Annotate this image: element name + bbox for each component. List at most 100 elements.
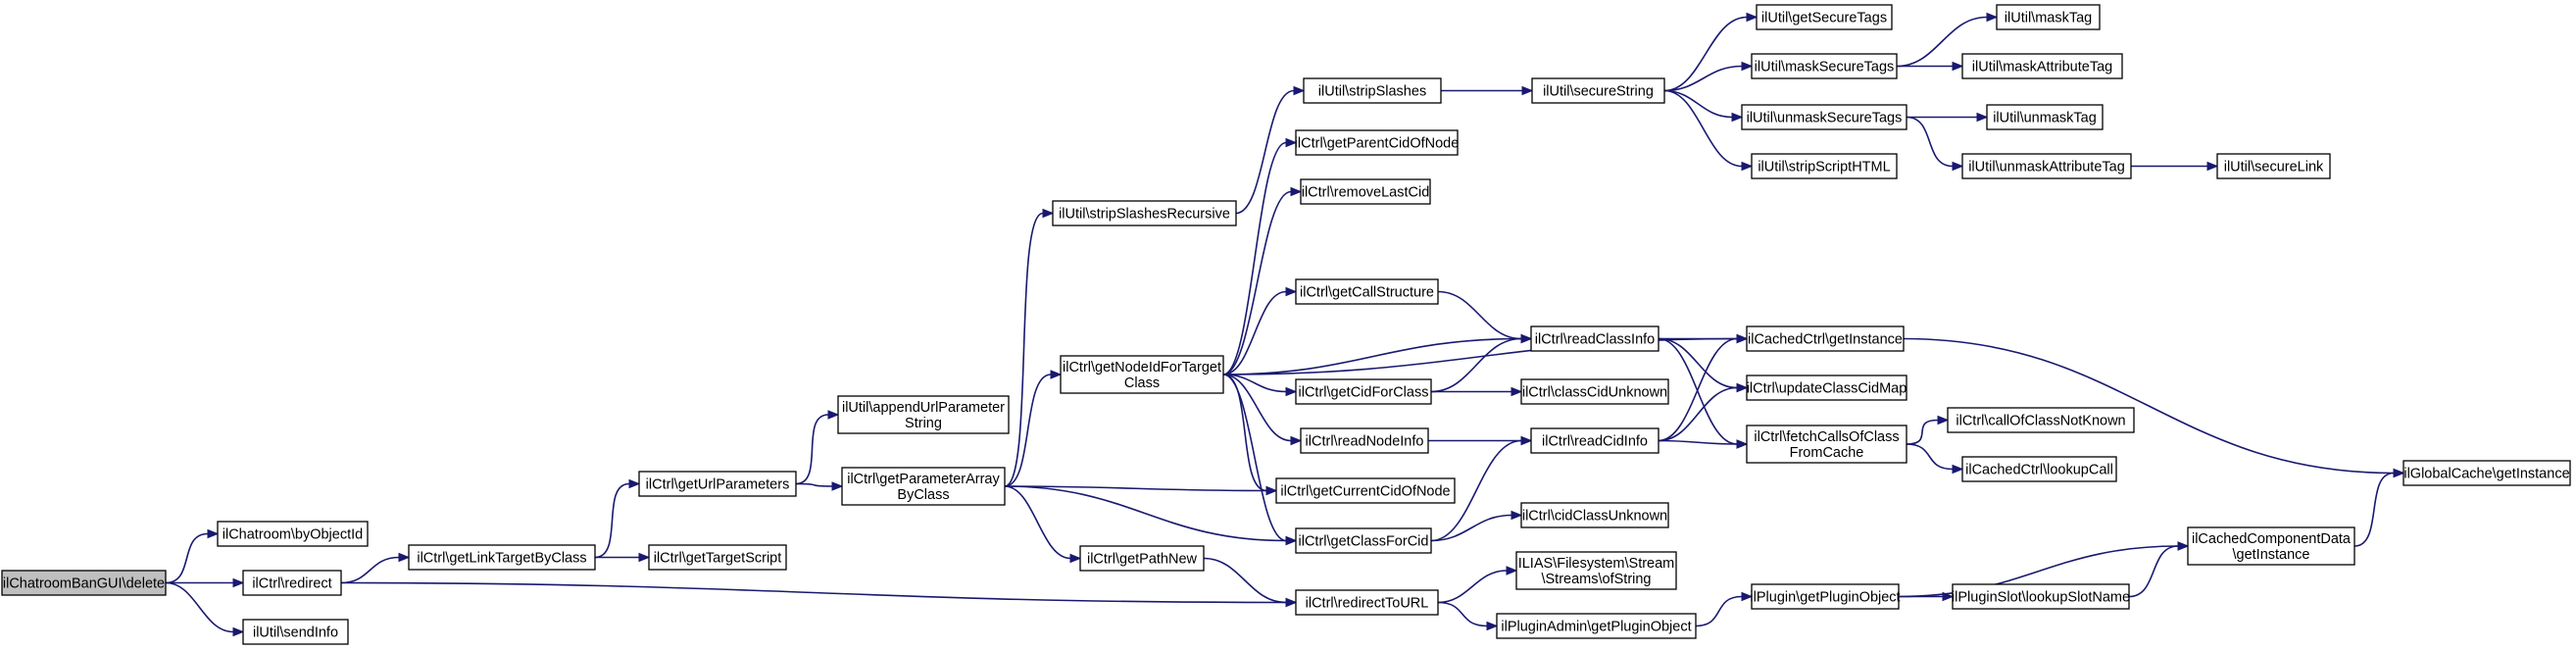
edge-line (2128, 545, 2179, 598)
arrowhead (1741, 591, 1754, 602)
node-cid-class-unknown[interactable]: ilCtrl\cidClassUnknown (1520, 502, 1669, 528)
node-label: ilChatroomBanGUI\delete (3, 576, 165, 592)
edge-get-link-target-by-class-to-get-url-parameters (594, 478, 641, 559)
arrowhead (1511, 510, 1523, 521)
node-label: ilCtrl\getLinkTargetByClass (417, 551, 586, 567)
node-read-node-info[interactable]: ilCtrl\readNodeInfo (1300, 427, 1429, 454)
node-get-path-new[interactable]: ilCtrl\getPathNew (1079, 545, 1205, 572)
node-get-call-structure[interactable]: ilCtrl\getCallStructure (1295, 278, 1439, 305)
node-lookup-call[interactable]: ilCachedCtrl\lookupCall (1961, 456, 2117, 482)
node-get-cid-for-class[interactable]: ilCtrl\getCidForClass (1295, 378, 1432, 405)
edge-get-cid-for-class-to-read-class-info (1430, 333, 1533, 393)
node-global-cache-get-instance[interactable]: ilGlobalCache\getInstance (2403, 460, 2571, 486)
node-box (2216, 153, 2331, 179)
node-read-class-info[interactable]: ilCtrl\readClassInfo (1530, 325, 1660, 352)
node-by-object-id[interactable]: ilChatroom\byObjectId (217, 521, 369, 547)
node-box (1295, 589, 1439, 616)
edge-get-node-id-for-target-class-to-get-cid-for-class (1222, 374, 1298, 397)
node-plugin-get-plugin-object[interactable]: ilPlugin\getPluginObject (1750, 583, 1901, 610)
node-box (1295, 527, 1432, 554)
node-get-url-parameters[interactable]: ilCtrl\getUrlParameters (638, 471, 797, 497)
edge-plugin-get-plugin-object-to-lookup-slot-name (1899, 591, 1955, 602)
arrowhead (1952, 464, 1964, 475)
edge-unmask-attribute-tag-to-secure-link (2131, 161, 2219, 172)
arrowhead (1746, 12, 1759, 23)
edge-unmask-secure-tags-to-unmask-tag (1907, 112, 1989, 123)
arrowhead (398, 552, 411, 563)
node-box (1530, 325, 1660, 352)
edge-line (1906, 419, 1939, 445)
node-admin-get-plugin-object[interactable]: ilPluginAdmin\getPluginObject (1496, 613, 1697, 639)
edge-line (1906, 443, 1954, 471)
edge-get-parameter-array-by-class-to-strip-slashes-recursive (1004, 208, 1055, 487)
arrowhead (207, 528, 220, 539)
node-unmask-secure-tags[interactable]: ilUtil\unmaskSecureTags (1741, 104, 1907, 130)
arrowhead (1736, 439, 1749, 449)
node-read-cid-info[interactable]: ilCtrl\readCidInfo (1530, 427, 1660, 454)
arrowhead (2206, 161, 2219, 172)
node-get-link-target-by-class[interactable]: ilCtrl\getLinkTargetByClass (408, 544, 596, 571)
node-get-current-cid-of-node[interactable]: ilCtrl\getCurrentCidOfNode (1275, 477, 1456, 504)
edge-line (1222, 141, 1287, 375)
node-cached-component-data-get-instance[interactable]: ilCachedComponentData\getInstance (2187, 526, 2355, 566)
edge-line (1222, 374, 1287, 393)
arrowhead (1285, 535, 1298, 546)
node-box (837, 395, 1010, 434)
node-label: ilCtrl\redirect (252, 576, 331, 592)
node-strip-script-html[interactable]: ilUtil\stripScriptHTML (1751, 153, 1898, 179)
node-mask-attribute-tag[interactable]: ilUtil\maskAttributeTag (1961, 53, 2123, 79)
node-secure-link[interactable]: ilUtil\secureLink (2216, 153, 2331, 179)
node-root[interactable]: ilChatroomBanGUI\delete (1, 570, 167, 596)
node-label: ilPluginAdmin\getPluginObject (1501, 620, 1691, 635)
node-box (1961, 53, 2123, 79)
node-lookup-slot-name[interactable]: ilPluginSlot\lookupSlotName (1952, 583, 2130, 610)
arrowhead (1290, 435, 1303, 446)
node-cached-ctrl-get-instance[interactable]: ilCachedCtrl\getInstance (1746, 325, 1905, 352)
node-secure-string[interactable]: ilUtil\secureString (1531, 77, 1665, 104)
arrowhead (1042, 208, 1055, 219)
node-label: ilCachedCtrl\getInstance (1748, 332, 1903, 348)
node-unmask-tag[interactable]: ilUtil\unmaskTag (1986, 104, 2104, 130)
node-label: ilPlugin\getPluginObject (1750, 590, 1900, 606)
node-get-parent-cid-of-node[interactable]: ilCtrl\getParentCidOfNode (1295, 129, 1460, 156)
node-label: Class (1124, 375, 1160, 391)
node-unmask-attribute-tag[interactable]: ilUtil\unmaskAttributeTag (1961, 153, 2132, 179)
node-update-class-cid-map[interactable]: ilCtrl\updateClassCidMap (1746, 375, 1907, 401)
edge-get-url-parameters-to-append-url-parameter-string (795, 410, 840, 485)
node-box (1756, 4, 1893, 30)
node-call-of-class-not-known[interactable]: ilCtrl\callOfClassNotKnown (1947, 407, 2135, 433)
edge-root-to-send-info (165, 581, 245, 637)
node-remove-last-cid[interactable]: ilCtrl\removeLastCid (1300, 178, 1431, 205)
edge-read-cid-info-to-fetch-calls-of-class-from-cache (1658, 439, 1749, 449)
node-mask-secure-tags[interactable]: ilUtil\maskSecureTags (1751, 53, 1898, 79)
node-of-string[interactable]: ILIAS\Filesystem\Stream\Streams\ofString (1515, 551, 1677, 590)
arrowhead (827, 410, 840, 420)
edge-fetch-calls-of-class-from-cache-to-lookup-call (1906, 443, 1964, 475)
node-strip-slashes-recursive[interactable]: ilUtil\stripSlashesRecursive (1052, 200, 1237, 226)
node-redirect-to-url[interactable]: ilCtrl\redirectToURL (1295, 589, 1439, 616)
node-label: ilCtrl\redirectToURL (1306, 596, 1429, 612)
node-label: ilUtil\sendInfo (253, 625, 338, 641)
node-label: ilUtil\getSecureTags (1761, 11, 1887, 26)
node-label: ilUtil\maskTag (2005, 11, 2092, 26)
edge-line (1437, 570, 1508, 604)
node-redirect[interactable]: ilCtrl\redirect (242, 570, 342, 596)
node-mask-tag[interactable]: ilUtil\maskTag (1996, 4, 2101, 30)
node-class-cid-unknown[interactable]: ilCtrl\classCidUnknown (1520, 378, 1669, 405)
edge-unmask-secure-tags-to-unmask-attribute-tag (1906, 116, 1964, 172)
node-get-target-script[interactable]: ilCtrl\getTargetScript (648, 544, 787, 571)
edge-line (1222, 290, 1287, 375)
node-box (1300, 427, 1429, 454)
arrowhead (232, 626, 245, 637)
node-get-class-for-cid[interactable]: ilCtrl\getClassForCid (1295, 527, 1432, 554)
edge-secure-string-to-mask-secure-tags (1663, 61, 1754, 92)
edges-layer (165, 12, 2405, 637)
node-get-secure-tags[interactable]: ilUtil\getSecureTags (1756, 4, 1893, 30)
node-label: ILIAS\Filesystem\Stream (1518, 556, 1675, 572)
node-send-info[interactable]: ilUtil\sendInfo (242, 619, 349, 645)
node-strip-slashes[interactable]: ilUtil\stripSlashes (1303, 77, 1442, 104)
